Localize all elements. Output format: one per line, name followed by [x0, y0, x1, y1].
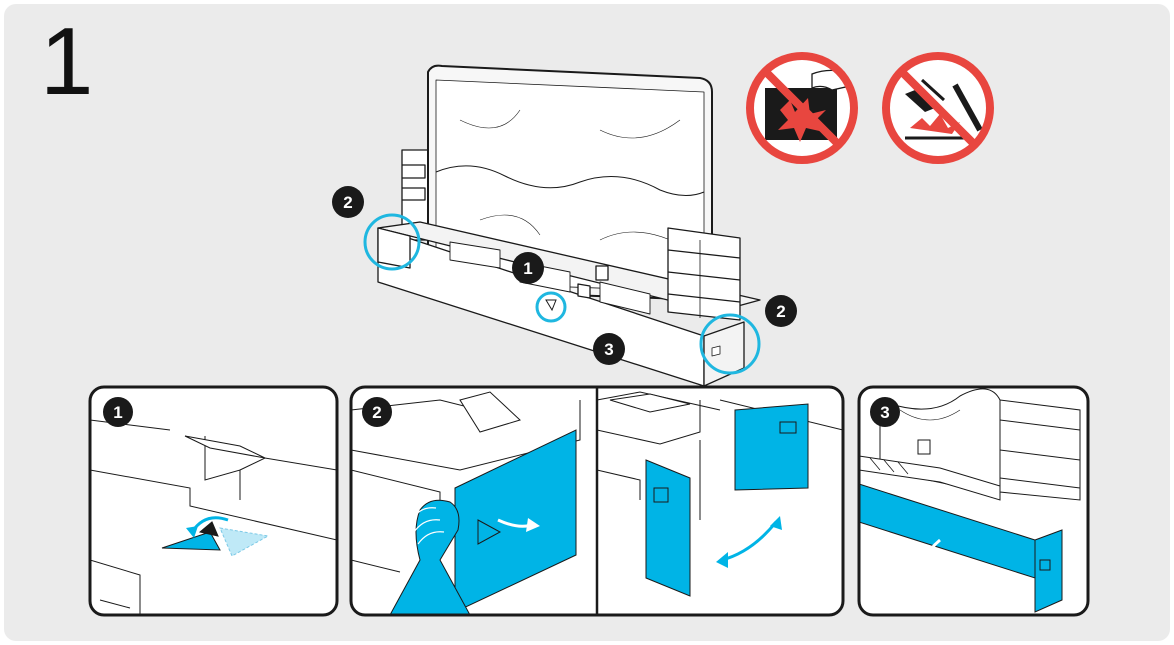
- badge-panel-3: 3: [870, 397, 900, 427]
- svg-text:1: 1: [523, 259, 532, 278]
- no-pressing-screen-icon: [746, 52, 858, 164]
- svg-text:3: 3: [604, 340, 613, 359]
- tab-mark: [545, 299, 557, 312]
- no-dropping-icon: [882, 52, 994, 164]
- detail-panel-1: 1: [88, 385, 339, 617]
- detail-panel-2: 2: [349, 385, 845, 617]
- badge-main-3: 3: [593, 333, 625, 365]
- highlight-left-corner: [363, 213, 421, 271]
- badge-main-1: 1: [512, 252, 544, 284]
- detail-panel-3: 3: [857, 385, 1090, 617]
- svg-text:1: 1: [113, 403, 122, 422]
- step-number: 1: [40, 8, 94, 115]
- highlight-tab: [535, 291, 567, 323]
- badge-main-2-right: 2: [765, 295, 797, 327]
- svg-text:2: 2: [776, 302, 785, 321]
- highlight-circles: [363, 213, 761, 375]
- svg-text:2: 2: [343, 193, 352, 212]
- svg-text:3: 3: [880, 403, 889, 422]
- badge-main-2-left: 2: [332, 186, 364, 218]
- badge-panel-1: 1: [103, 397, 133, 427]
- highlight-right-corner: [699, 313, 761, 375]
- svg-text:2: 2: [372, 403, 381, 422]
- badge-panel-2: 2: [362, 397, 392, 427]
